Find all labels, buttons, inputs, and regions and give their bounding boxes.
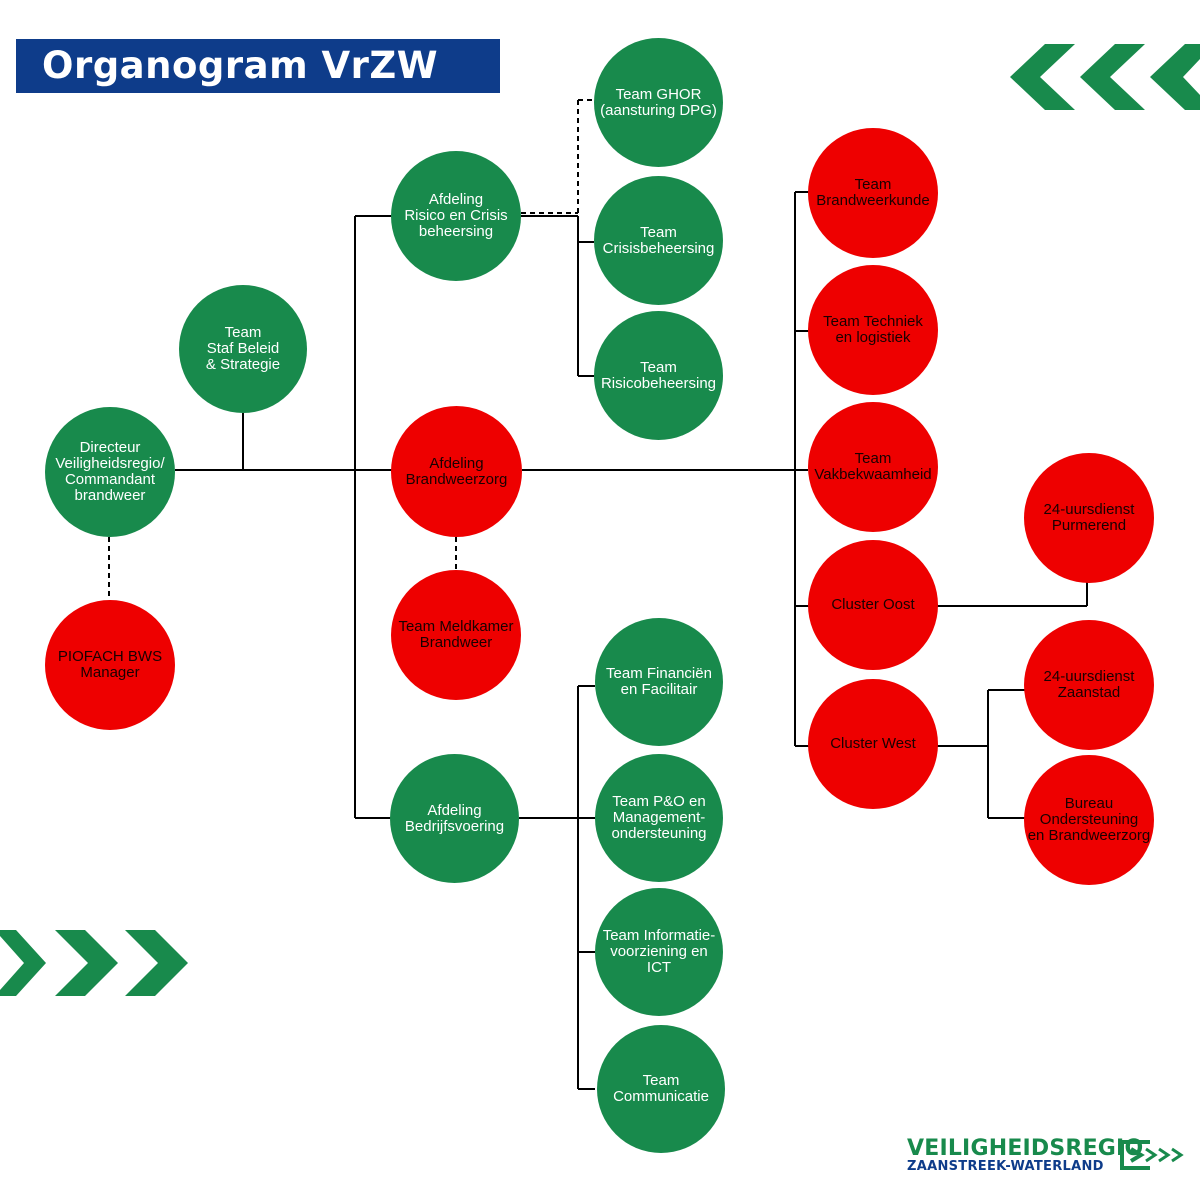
node-risico: Afdeling Risico en Crisis beheersing bbox=[391, 151, 521, 281]
node-oost: Cluster Oost bbox=[808, 540, 938, 670]
node-brandweerkunde: Team Brandweerkunde bbox=[808, 128, 938, 258]
logo-line2: ZAANSTREEK-WATERLAND bbox=[907, 1159, 1104, 1174]
node-techniek: Team Techniek en logistiek bbox=[808, 265, 938, 395]
chevrons-left-icon bbox=[1010, 44, 1200, 110]
node-meldkamer: Team Meldkamer Brandweer bbox=[391, 570, 521, 700]
node-brandweerzorg: Afdeling Brandweerzorg bbox=[391, 406, 522, 537]
node-vakbekwaamheid: Team Vakbekwaamheid bbox=[808, 402, 938, 532]
node-po: Team P&O en Management- ondersteuning bbox=[595, 754, 723, 882]
chevrons-right-icon bbox=[0, 930, 188, 996]
node-purmerend: 24-uursdienst Purmerend bbox=[1024, 453, 1154, 583]
node-bureau: Bureau Ondersteuning en Brandweerzorg bbox=[1024, 755, 1154, 885]
node-communicatie: Team Communicatie bbox=[597, 1025, 725, 1153]
logo: VEILIGHEIDSREGIO ZAANSTREEK-WATERLAND bbox=[907, 1136, 1143, 1174]
node-piofach: PIOFACH BWS Manager bbox=[45, 600, 175, 730]
title-banner: Organogram VrZW bbox=[16, 39, 500, 93]
node-directeur: Directeur Veiligheidsregio/ Commandant b… bbox=[45, 407, 175, 537]
logo-line1: VEILIGHEIDSREGIO bbox=[907, 1136, 1144, 1161]
node-zaanstad: 24-uursdienst Zaanstad bbox=[1024, 620, 1154, 750]
node-staf: Team Staf Beleid & Strategie bbox=[179, 285, 307, 413]
node-west: Cluster West bbox=[808, 679, 938, 809]
node-crisis: Team Crisisbeheersing bbox=[594, 176, 723, 305]
page-title: Organogram VrZW bbox=[42, 44, 439, 87]
node-bedrijfsvoering: Afdeling Bedrijfsvoering bbox=[390, 754, 519, 883]
node-ict: Team Informatie- voorziening en ICT bbox=[595, 888, 723, 1016]
node-financien: Team Financiën en Facilitair bbox=[595, 618, 723, 746]
node-risicobeh: Team Risicobeheersing bbox=[594, 311, 723, 440]
node-ghor: Team GHOR (aansturing DPG) bbox=[594, 38, 723, 167]
arrow-box-icon bbox=[1120, 1140, 1184, 1170]
